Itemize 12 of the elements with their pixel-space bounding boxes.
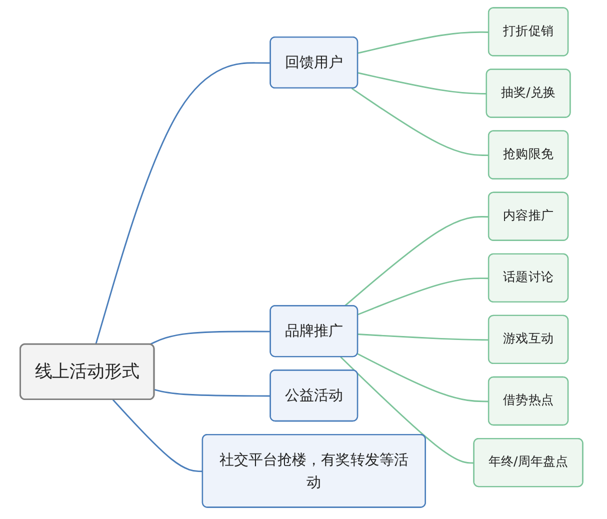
connector xyxy=(149,330,271,346)
connector xyxy=(112,399,203,472)
connector xyxy=(358,31,490,54)
connector xyxy=(357,353,490,402)
connector xyxy=(95,62,271,345)
connector xyxy=(358,72,487,94)
connector xyxy=(351,88,490,156)
connector xyxy=(154,388,271,397)
connector xyxy=(358,334,490,341)
connector xyxy=(340,356,474,464)
connector xyxy=(358,278,490,316)
connector xyxy=(344,216,490,307)
